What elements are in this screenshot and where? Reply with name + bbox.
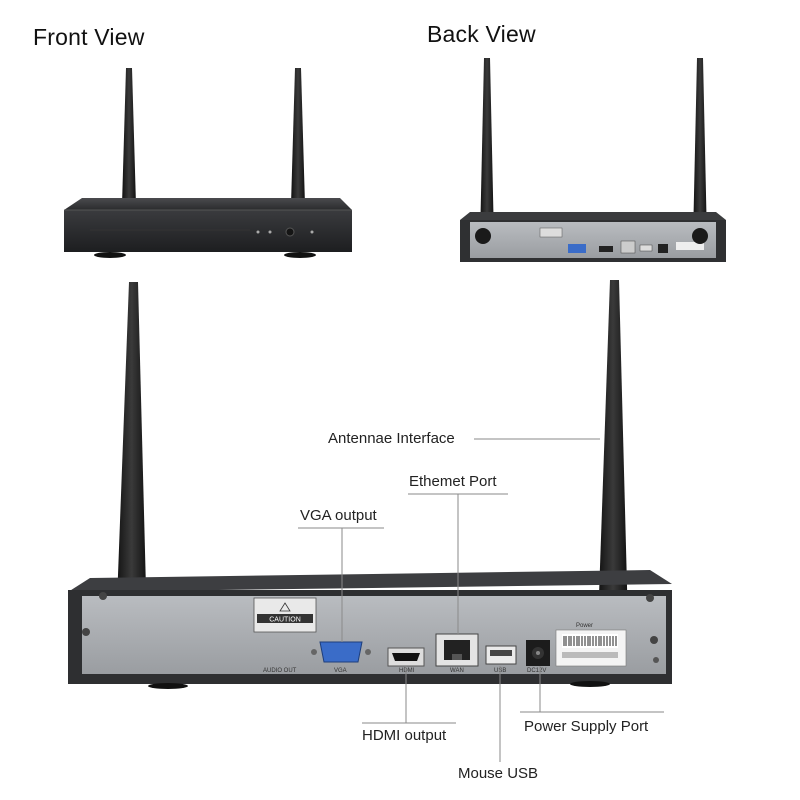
front-antenna-right	[291, 68, 305, 205]
dc-label: DC12V	[527, 668, 546, 674]
front-view-title: Front View	[33, 24, 145, 50]
front-antenna-left	[122, 68, 136, 205]
power-callout-line	[520, 666, 664, 713]
callout-lines	[298, 438, 664, 762]
wan-label: WAN	[450, 668, 464, 674]
power-supply-port-label: Power Supply Port	[524, 718, 649, 735]
vga-output-label: VGA output	[300, 507, 377, 524]
caution-sticker: CAUTION	[253, 597, 317, 633]
mouse-usb-label: Mouse USB	[458, 765, 539, 782]
vga-callout-line	[298, 527, 384, 642]
front-led-2	[268, 230, 272, 234]
back-view-device	[460, 58, 726, 262]
ethernet-callout-line	[408, 493, 508, 634]
back-view-title: Back View	[427, 21, 536, 47]
dc-power-port	[526, 640, 550, 666]
ethernet-port-label: Ethemet Port	[409, 473, 497, 490]
audio-out-label: AUDIO OUT	[263, 668, 297, 674]
hdmi-label: HDMI	[399, 668, 415, 674]
vga-label: VGA	[334, 668, 347, 674]
ethernet-port	[435, 633, 479, 667]
caution-text: CAUTION	[269, 617, 301, 624]
vga-port	[311, 641, 371, 663]
front-led-3	[310, 230, 314, 234]
hdmi-port	[387, 647, 425, 667]
usb-port	[485, 645, 517, 665]
antennae-interface-label: Antennae Interface	[328, 430, 455, 447]
front-chassis	[64, 198, 352, 258]
main-back-chassis	[68, 570, 672, 689]
front-ir-sensor	[285, 227, 295, 237]
hdmi-output-label: HDMI output	[362, 727, 447, 744]
power-label: Power	[576, 623, 593, 629]
serial-sticker	[555, 629, 627, 667]
front-led-1	[256, 230, 260, 234]
hdmi-callout-line	[362, 666, 456, 724]
